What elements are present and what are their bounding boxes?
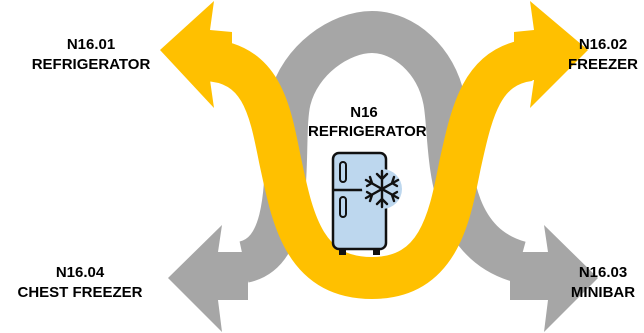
fridge-leg-right: [373, 249, 380, 255]
snowflake-tip: [390, 175, 399, 188]
refrigerator-snowflake-icon: [331, 151, 402, 255]
fridge-leg-left: [339, 249, 346, 255]
center-title: REFRIGERATOR: [308, 123, 427, 140]
snowflake-icon: [362, 169, 402, 209]
label-top-right-code: N16.02: [578, 36, 628, 53]
arrow-head-bottom-left: [168, 225, 248, 332]
center-label: N16 REFRIGERATOR: [308, 103, 427, 141]
snowflake-tip: [365, 175, 374, 188]
fridge-handle-top: [339, 161, 347, 183]
snowflake-tip: [375, 172, 389, 181]
label-top-left-name: REFRIGERATOR: [31, 56, 151, 73]
label-bottom-right-code: N16.03: [578, 264, 628, 281]
label-top-left-code: N16.01: [66, 36, 116, 53]
yellow-ribbon: [160, 1, 588, 299]
label-top-left: N16.01 REFRIGERATOR: [22, 35, 160, 75]
arrow-head-top-right: [514, 1, 588, 108]
label-top-right: N16.02 FREEZER: [564, 35, 642, 75]
label-bottom-left-code: N16.04: [55, 264, 105, 281]
label-bottom-right: N16.03 MINIBAR: [564, 263, 642, 303]
arrow-head-bottom-right: [510, 225, 598, 332]
snowflake-tip: [375, 197, 389, 206]
label-bottom-left: N16.04 CHEST FREEZER: [6, 263, 154, 303]
arrow-head-top-left: [160, 1, 232, 108]
label-top-right-name: FREEZER: [567, 56, 638, 73]
label-bottom-left-name: CHEST FREEZER: [17, 284, 143, 301]
yellow-ribbon-body: [203, 39, 534, 299]
center-code: N16: [350, 104, 378, 121]
label-bottom-right-name: MINIBAR: [570, 284, 636, 301]
snowflake-tip: [365, 190, 374, 203]
snowflake-tip: [390, 190, 399, 203]
fridge-handle-bottom: [339, 196, 347, 218]
